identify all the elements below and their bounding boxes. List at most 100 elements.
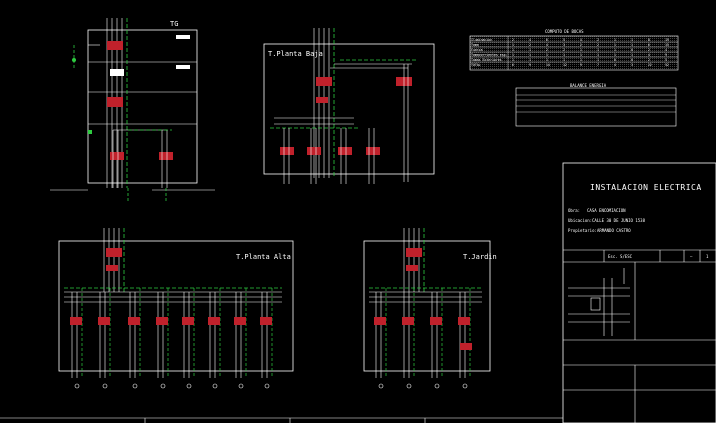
computo-cell: 6: [512, 63, 514, 67]
computo-row-label: Toma: [471, 43, 479, 47]
branch-circuit: [234, 288, 247, 389]
computo-cell: 5: [563, 38, 565, 42]
computo-cell: 19: [665, 38, 669, 42]
branch-circuit: [128, 288, 141, 389]
branch-circuit: [182, 288, 195, 389]
panel-planta-baja-title: T.Planta Baja: [268, 50, 323, 58]
computo-row-label: Tomas Exteriores: [471, 58, 502, 62]
computo-cell: 1: [512, 53, 514, 57]
computo-cell: 2: [648, 58, 650, 62]
panel-tg-title: TG: [170, 20, 178, 28]
computo-cell: 52: [665, 63, 669, 67]
computo-cell: 5: [665, 58, 667, 62]
computo-cell: 1: [529, 58, 531, 62]
computo-table-title: COMPUTO DE BOCAS: [545, 29, 584, 34]
balance-table-title: BALANCE ENERGIA: [570, 83, 607, 88]
computo-cell: 1: [529, 53, 531, 57]
branch-circuit: [260, 288, 273, 389]
computo-cell: 1: [563, 58, 565, 62]
computo-cell: 4: [529, 38, 531, 42]
computo-cell: 3: [563, 43, 565, 47]
computo-cell: 1: [580, 53, 582, 57]
panel-jardin-title: T.Jardin: [463, 253, 497, 261]
computo-cell: 9: [580, 63, 582, 67]
computo-cell: 1: [597, 58, 599, 62]
computo-cell: 1: [614, 43, 616, 47]
branch-circuit: [208, 288, 221, 389]
computo-cell: 1: [512, 43, 514, 47]
title-block-heading: INSTALACION ELECTRICA: [590, 183, 702, 192]
computo-cell: 2: [648, 48, 650, 52]
computo-cell: 2: [563, 48, 565, 52]
propietario-label: Propietario:: [568, 228, 597, 233]
panel-tg: TG: [50, 18, 215, 202]
computo-cell: 2: [597, 38, 599, 42]
computo-cell: 2: [529, 43, 531, 47]
computo-cell: 4: [546, 43, 548, 47]
computo-cell: 1: [580, 58, 582, 62]
branch-circuit: [156, 288, 169, 389]
computo-cell: 8: [648, 38, 650, 42]
branch-circuit: [402, 288, 415, 389]
computo-cell: 15: [665, 43, 669, 47]
obra-label: Obra:: [568, 208, 580, 213]
computo-cell: 2: [597, 43, 599, 47]
branch-circuit: [374, 288, 387, 389]
computo-cell: 0: [631, 48, 633, 52]
computo-cell: 6: [546, 38, 548, 42]
computo-cell: 2: [546, 48, 548, 52]
computo-cell: 1: [529, 48, 531, 52]
computo-cell: 1: [580, 48, 582, 52]
panel-planta-alta-title: T.Planta Alta: [236, 253, 291, 261]
computo-cell: 4: [665, 48, 667, 52]
sheet-number: 1: [706, 254, 709, 259]
balance-table: BALANCE ENERGIA: [515, 83, 677, 127]
computo-cell: 1: [512, 58, 514, 62]
computo-cell: 1: [614, 38, 616, 42]
branch-circuit: [430, 288, 443, 389]
computo-cell: 2: [580, 43, 582, 47]
computo-cell: 14: [546, 63, 550, 67]
computo-row-label: TOTAL: [471, 63, 481, 67]
computo-row-label: Fuerza: [471, 48, 483, 52]
computo-cell: 0: [614, 58, 616, 62]
computo-cell: 2: [512, 38, 514, 42]
branch-circuit: [98, 288, 111, 389]
propietario-value: ARMANDO CASTRO: [597, 228, 631, 233]
obra-value: CASA ENCOMIACION: [587, 208, 626, 213]
computo-cell: 12: [563, 63, 567, 67]
computo-cell: 6: [648, 43, 650, 47]
computo-cell: 4: [580, 38, 582, 42]
computo-cell: 9: [529, 63, 531, 67]
computo-row-label: Tomacorrientes esp.: [471, 53, 508, 57]
computo-cell: 4: [648, 53, 650, 57]
sheet-code: Esc. S/ESC: [608, 254, 633, 259]
sheet-dash: –: [690, 254, 693, 259]
computo-cell: 1: [546, 53, 548, 57]
location-map: [568, 268, 630, 336]
computo-cell: 3: [631, 63, 633, 67]
computo-cell: 7: [597, 63, 599, 67]
computo-cell: 1: [631, 53, 633, 57]
computo-cell: 1: [614, 53, 616, 57]
computo-cell: 1: [631, 38, 633, 42]
branch-circuit: [70, 288, 83, 389]
computo-cell: 9: [665, 53, 667, 57]
computo-cell: 22: [648, 63, 652, 67]
panel-jardin: T.Jardin: [363, 228, 497, 389]
computo-cell: 1: [512, 48, 514, 52]
frame-ticks: [0, 417, 563, 423]
computo-cell: 0: [631, 58, 633, 62]
ubicacion-label: Ubicacion:: [568, 218, 592, 223]
panel-planta-alta: T.Planta Alta: [58, 228, 294, 389]
ubicacion-value: CALLE 30 DE JUNIO 1538: [592, 218, 646, 223]
computo-cell: 1: [546, 58, 548, 62]
computo-cell: 4: [614, 63, 616, 67]
computo-cell: 1: [597, 48, 599, 52]
branch-circuit: [458, 288, 471, 389]
computo-cell: 1: [631, 43, 633, 47]
computo-row-label: Iluminacion: [471, 38, 492, 42]
